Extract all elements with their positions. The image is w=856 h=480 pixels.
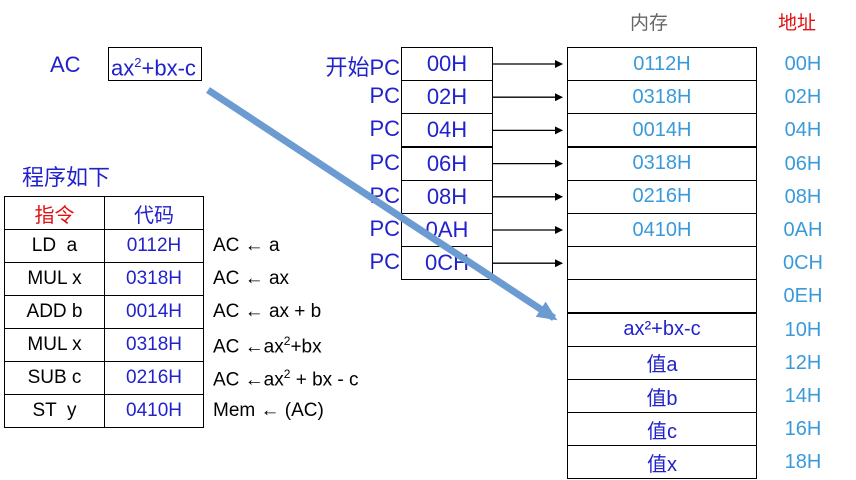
memory-address-label: 0AH	[783, 219, 823, 241]
operation-text-tail: +bx	[290, 336, 322, 358]
operation-text: Mem ← (AC)	[213, 400, 324, 421]
address-header: 地址	[778, 12, 817, 34]
memory-cell-value: 值x	[647, 453, 677, 476]
operation-description: AC ← ax	[213, 268, 289, 290]
operation-superscript: 2	[283, 367, 291, 381]
memory-cell-value: 0216H	[632, 185, 692, 208]
operation-superscript: 2	[283, 334, 291, 348]
operation-text: AC ← ax + b	[213, 301, 322, 322]
memory-cell-value: 值b	[646, 387, 678, 410]
pc-label: PC	[369, 83, 400, 109]
memory-address-label: 0CH	[782, 252, 823, 275]
memory-cell-value: 0318H	[632, 152, 692, 175]
operation-text-tail: + bx - c	[290, 369, 359, 391]
memory-address-label: 0EH	[783, 285, 823, 308]
pc-label: PC	[369, 149, 400, 175]
memory-cell-value: ax²+bx-c	[623, 318, 701, 341]
memory-address-label: 12H	[784, 351, 822, 374]
operation-description: AC ←ax2 + bx - c	[213, 367, 359, 391]
memory-cell-value: 0410H	[632, 218, 692, 241]
operation-description: AC ← a	[213, 235, 280, 257]
memory-cell-value: 值c	[647, 420, 677, 443]
pc-label: PC	[369, 249, 400, 275]
operation-description: AC ←ax2+bx	[213, 334, 322, 358]
memory-cell-value: 0112H	[633, 52, 691, 75]
code-cell: 0410H	[104, 394, 204, 428]
operation-text: AC ← ax	[213, 268, 290, 289]
memory-address-label: 02H	[784, 86, 822, 109]
operation-description: AC ← ax + b	[213, 301, 321, 323]
memory-address-label: 16H	[784, 418, 822, 441]
program-title: 程序如下	[22, 166, 111, 191]
memory-header: 内存	[630, 12, 669, 34]
memory-cell-value: 0014H	[632, 118, 692, 141]
ac-register-box: ax2+bx-c	[108, 47, 202, 81]
memory-cell-value: 0318H	[632, 85, 692, 108]
ac-value-tail: +bx-c	[141, 55, 196, 81]
memory-address-label: 04H	[784, 119, 822, 142]
pc-label: PC	[369, 216, 400, 241]
pc-label: PC	[369, 116, 400, 142]
memory-address-label: 18H	[784, 451, 822, 474]
memory-cell-value: 值a	[646, 354, 678, 377]
ac-value-sup: 2	[134, 55, 142, 70]
memory-cell: 值x	[567, 445, 757, 480]
operation-text: AC ←ax	[213, 336, 284, 358]
instruction-cell: ST y	[4, 394, 105, 428]
operation-text: AC ← a	[213, 235, 280, 256]
memory-address-label: 08H	[784, 185, 822, 208]
pc-address-cell: 02H	[401, 80, 493, 115]
pc-label: 开始PC	[325, 55, 400, 80]
operation-description: Mem ← (AC)	[213, 400, 324, 422]
memory-address-label: 10H	[784, 318, 822, 341]
operation-text: AC ←ax	[213, 369, 284, 391]
memory-address-label: 06H	[784, 152, 822, 175]
ac-label: AC	[50, 52, 81, 77]
store-result-arrow	[206, 87, 558, 321]
memory-address-label: 14H	[784, 385, 822, 407]
memory-address-label: 00H	[784, 53, 822, 75]
ac-value-main: ax	[111, 55, 135, 81]
